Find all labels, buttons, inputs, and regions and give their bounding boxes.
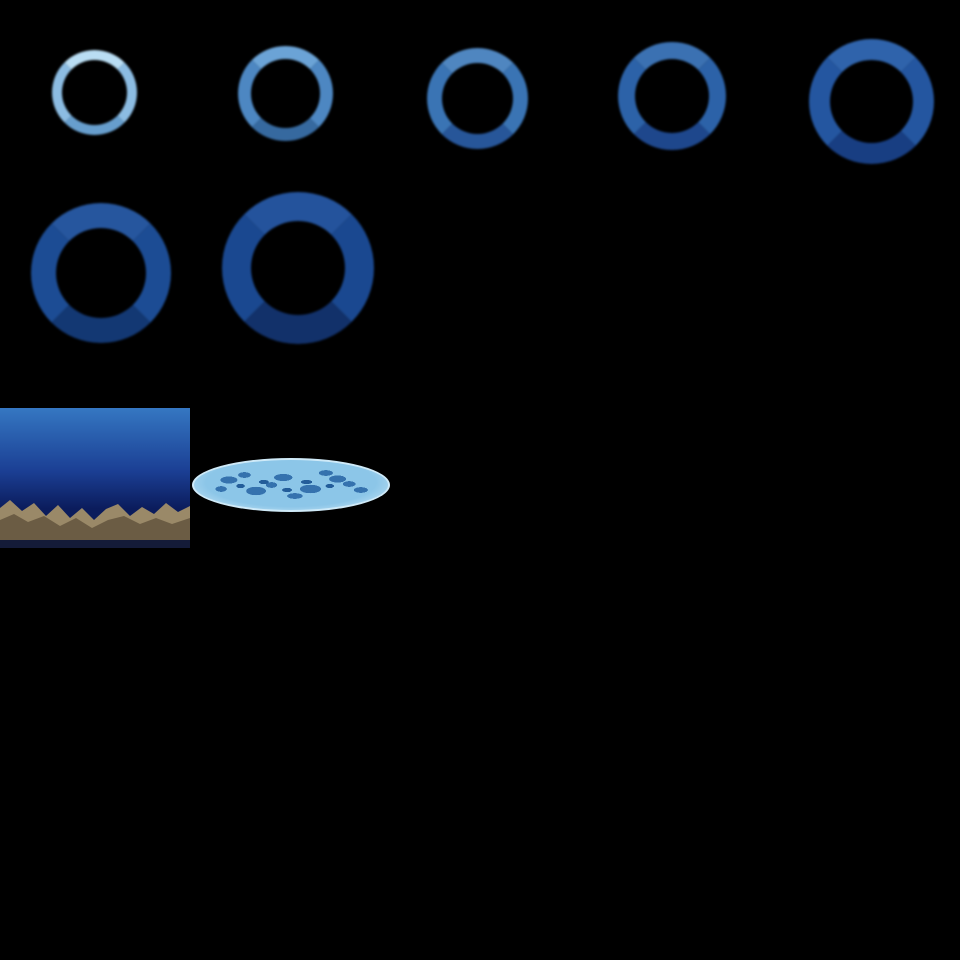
water-surface-ellipse xyxy=(192,458,390,512)
underwater-background-tile xyxy=(0,408,190,548)
rock-shadow xyxy=(0,514,190,540)
rocky-seafloor-silhouette xyxy=(0,500,190,548)
ring-frame-1 xyxy=(51,49,137,135)
